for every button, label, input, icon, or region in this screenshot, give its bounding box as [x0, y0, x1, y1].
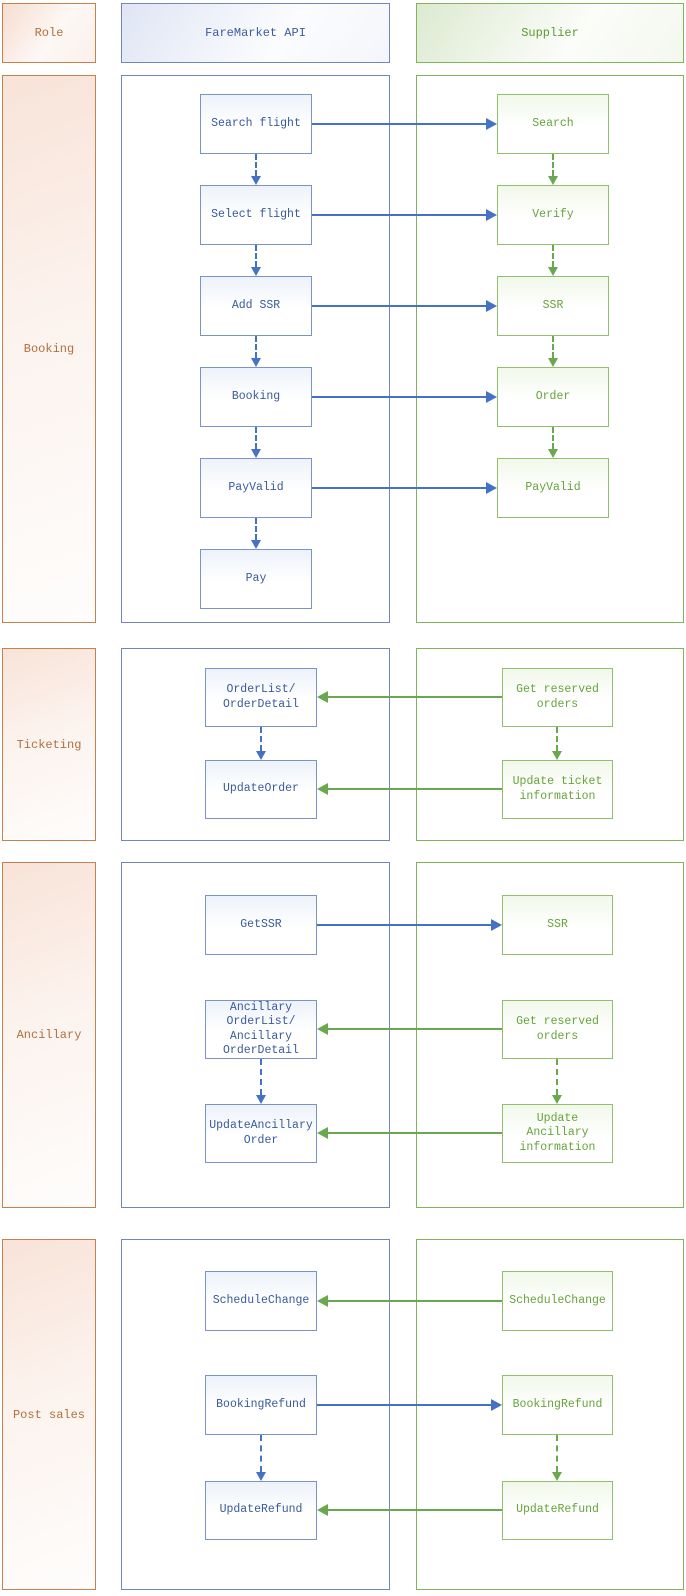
flow-node-ssr-supplier: SSR [497, 276, 609, 336]
flow-node-updaterefund-api: UpdateRefund [205, 1481, 317, 1540]
flow-node-get-reserved-orders-ticketing: Get reserved orders [502, 668, 613, 727]
arrow-get-reserved-to-update-ancillary [552, 1059, 562, 1104]
flow-node-ancillary-orderlist-orderdetail: Ancillary OrderList/ Ancillary OrderDeta… [205, 1000, 317, 1059]
header-role-label: Role [34, 26, 64, 40]
arrow-get-reserved-orders-to-orderlist [317, 691, 502, 703]
flow-node-verify: Verify [497, 185, 609, 245]
flow-node-schedulechange-supplier: ScheduleChange [502, 1271, 613, 1331]
header-supplier-box: Supplier [416, 3, 684, 63]
arrow-update-ancillary-info-to-updateancillaryorder [317, 1127, 502, 1139]
flow-node-ssr-ancillary-supplier: SSR [502, 895, 613, 955]
flow-node-get-reserved-orders-ancillary: Get reserved orders [502, 1000, 613, 1059]
flow-node-getssr: GetSSR [205, 895, 317, 955]
arrow-orderlist-to-updateorder [256, 727, 266, 760]
flow-node-pay: Pay [200, 549, 312, 609]
flow-node-select-flight: Select flight [200, 185, 312, 245]
arrow-booking-to-payvalid [251, 427, 261, 458]
flow-node-add-ssr: Add SSR [200, 276, 312, 336]
arrow-booking-to-order [312, 391, 497, 403]
header-faremarket-api-box: FareMarket API [121, 3, 390, 63]
flow-node-order: Order [497, 367, 609, 427]
arrow-getssr-to-ssr [317, 919, 502, 931]
flow-node-bookingrefund-api: BookingRefund [205, 1375, 317, 1435]
flow-node-payvalid-supplier: PayValid [497, 458, 609, 518]
arrow-ssr-to-order [548, 336, 558, 367]
header-role-box: Role [2, 3, 96, 63]
supplier-lane-booking [416, 75, 684, 623]
arrow-select-flight-to-add-ssr [251, 245, 261, 276]
role-label-booking: Booking [23, 342, 75, 356]
role-label-ticketing: Ticketing [16, 737, 82, 752]
arrow-payvalid-to-payvalid [312, 482, 497, 494]
arrow-schedulechange-supplier-to-api [317, 1295, 502, 1307]
arrow-search-to-verify [548, 154, 558, 185]
arrow-add-ssr-to-booking [251, 336, 261, 367]
flow-node-updaterefund-supplier: UpdateRefund [502, 1481, 613, 1540]
role-box-post-sales: Post sales [2, 1239, 96, 1590]
flow-node-updateorder: UpdateOrder [205, 760, 317, 819]
arrow-updaterefund-supplier-to-api [317, 1504, 502, 1516]
flow-node-search: Search [497, 94, 609, 154]
flow-node-update-ticket-information: Update ticket information [502, 760, 613, 819]
flow-node-search-flight: Search flight [200, 94, 312, 154]
role-box-ticketing: Ticketing [2, 648, 96, 841]
arrow-get-reserved-to-ancillary-orderlist [317, 1023, 502, 1035]
flow-node-schedulechange-api: ScheduleChange [205, 1271, 317, 1331]
arrow-update-ticket-info-to-updateorder [317, 783, 502, 795]
flow-node-bookingrefund-supplier: BookingRefund [502, 1375, 613, 1435]
role-label-post-sales: Post sales [12, 1407, 85, 1422]
arrow-search-flight-to-search [312, 118, 497, 130]
arrow-add-ssr-to-ssr [312, 300, 497, 312]
role-box-ancillary: Ancillary [2, 862, 96, 1208]
arrow-get-reserved-to-update-ticket [552, 727, 562, 760]
role-box-booking: Booking [2, 75, 96, 623]
arrow-ancillary-orderlist-to-updateancillaryorder [256, 1059, 266, 1104]
flow-node-updateancillaryorder: UpdateAncillary Order [205, 1104, 317, 1163]
arrow-search-flight-to-select-flight [251, 154, 261, 185]
arrow-bookingrefund-to-updaterefund-supplier [552, 1435, 562, 1481]
flow-node-booking: Booking [200, 367, 312, 427]
arrow-verify-to-ssr [548, 245, 558, 276]
flow-node-update-ancillary-information: Update Ancillary information [502, 1104, 613, 1163]
arrow-bookingrefund-api-to-supplier [317, 1399, 502, 1411]
arrow-payvalid-to-pay [251, 518, 261, 549]
flow-node-orderlist-orderdetail: OrderList/ OrderDetail [205, 668, 317, 727]
flow-node-payvalid-api: PayValid [200, 458, 312, 518]
arrow-order-to-payvalid [548, 427, 558, 458]
header-supplier-label: Supplier [521, 26, 579, 40]
role-label-ancillary: Ancillary [16, 1028, 82, 1042]
arrow-bookingrefund-to-updaterefund-api [256, 1435, 266, 1481]
header-faremarket-api-label: FareMarket API [205, 26, 306, 40]
arrow-select-flight-to-verify [312, 209, 497, 221]
